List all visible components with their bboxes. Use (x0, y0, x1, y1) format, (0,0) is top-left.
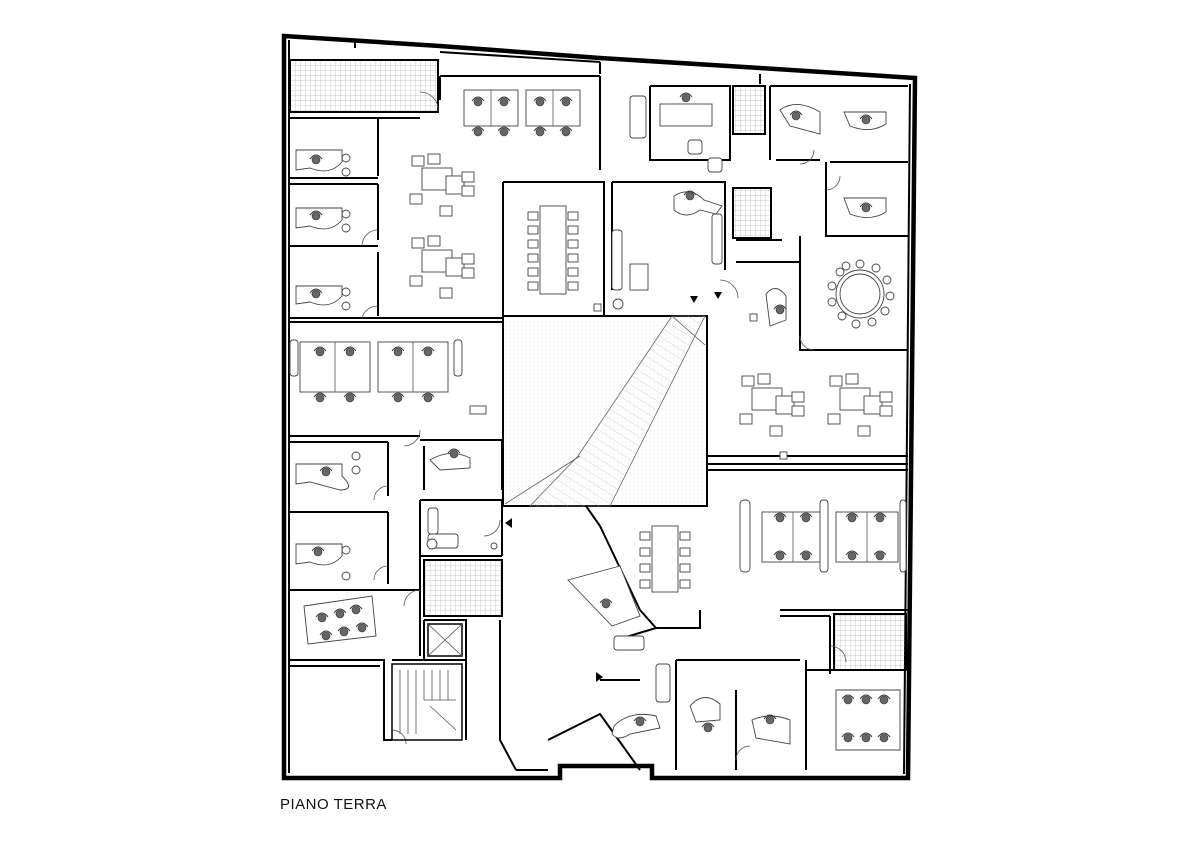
partitions (290, 75, 908, 771)
meeting-tables (527, 205, 895, 593)
table-clusters (409, 153, 893, 437)
outer-walls (281, 33, 918, 781)
drawing-title: PIANO TERRA (280, 796, 387, 813)
central-atrium (502, 315, 708, 507)
office-desks (295, 92, 901, 751)
workstations (289, 89, 907, 573)
service-areas (289, 59, 907, 671)
